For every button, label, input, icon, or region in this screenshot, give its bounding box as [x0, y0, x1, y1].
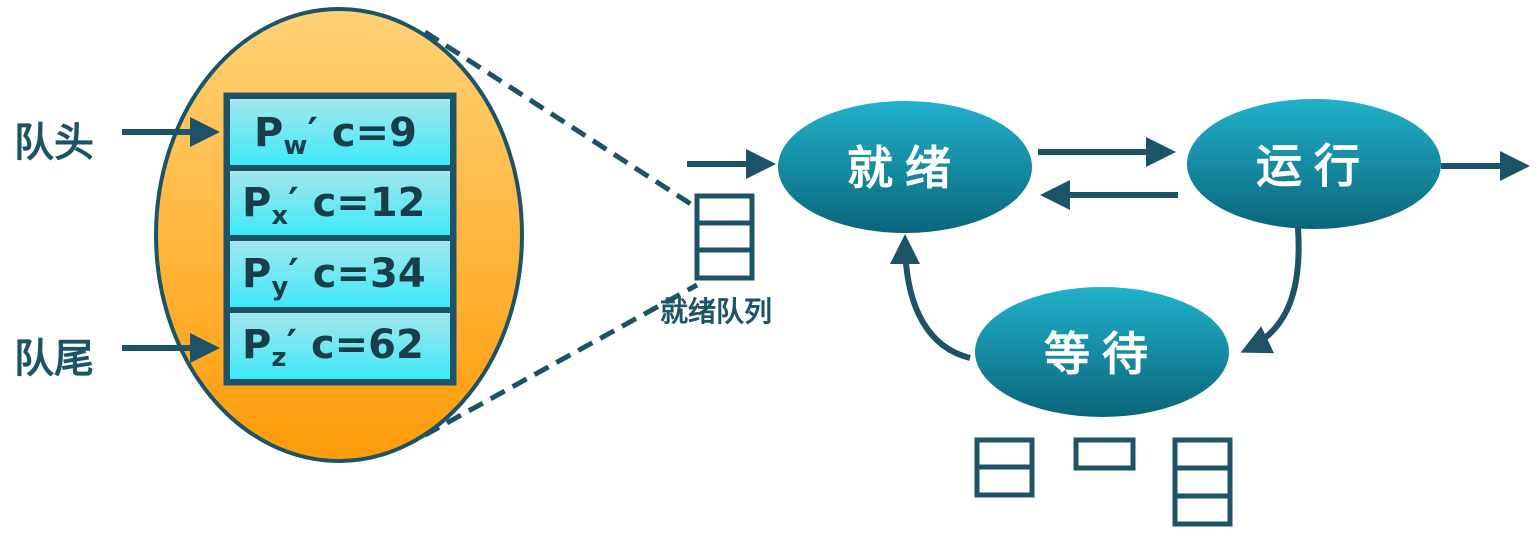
queue-entry-z: Pz′ c=62: [242, 322, 424, 373]
zoom-line-top: [423, 29, 699, 211]
queue-tail-label: 队尾: [14, 336, 94, 382]
queue-entry-x: Px′ c=12: [242, 180, 426, 231]
queue-entry-w: Pw′ c=9: [254, 110, 417, 161]
waiting-queue-icon: [1073, 437, 1136, 471]
arrow-waiting-to-ready: [890, 234, 971, 361]
state-waiting-ellipse: [975, 287, 1229, 417]
queue-table-border: [223, 92, 457, 386]
queue-entry-y: Py′ c=34: [242, 251, 426, 302]
zoom-line-bottom: [423, 282, 699, 438]
queue-head-label: 队头: [14, 120, 94, 166]
state-running-label: 运行: [1256, 139, 1372, 193]
state-running-ellipse: [1187, 99, 1441, 229]
ready-queue-icon: [694, 193, 755, 281]
ready-queue-label: 就绪队列: [660, 295, 773, 328]
waiting-queue-icon: [1172, 437, 1233, 527]
state-ready-ellipse: [778, 101, 1032, 233]
state-waiting-label: 等待: [1044, 327, 1160, 381]
ready-queue-table: [223, 92, 457, 386]
state-ready-label: 就绪: [847, 141, 963, 195]
waiting-queue-icon: [974, 437, 1035, 498]
arrow-running-to-waiting: [1240, 227, 1302, 354]
